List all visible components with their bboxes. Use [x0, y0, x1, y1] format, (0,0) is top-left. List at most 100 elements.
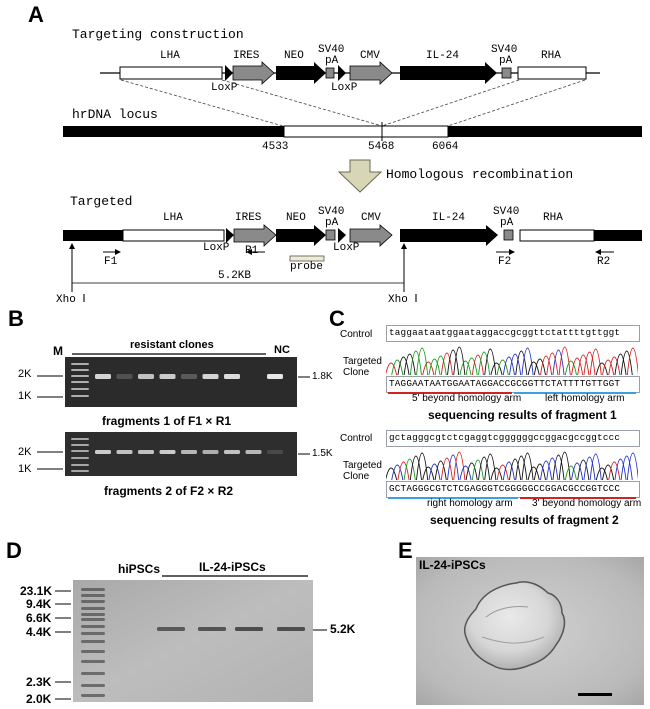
gel1-ladder-ticks — [37, 375, 63, 398]
ladder-label-23-1k: 23.1K — [20, 584, 53, 598]
gel1-ladder-1k: 1K — [18, 390, 32, 402]
blot-ladder-band — [81, 640, 105, 643]
dashed-line — [221, 79, 383, 127]
chromatogram-peak — [571, 357, 584, 376]
chromatogram-peak — [546, 457, 559, 481]
frag1-left-region: 5' beyond homology arm — [412, 393, 522, 404]
blot-ladder-band — [81, 632, 105, 635]
gel1-caption: fragments 1 of F1 × R1 — [102, 414, 232, 428]
targeted-label-r2: R2 — [597, 256, 611, 268]
construct-loxp-2 — [338, 65, 346, 81]
construct-ires — [232, 61, 275, 85]
chromatogram-peak — [502, 356, 515, 376]
dashed-line — [381, 79, 520, 127]
frag2-targeted-line2: Clone — [343, 471, 370, 482]
blot-ladder-band — [81, 694, 105, 697]
chromatogram-peak — [521, 452, 534, 481]
frag1-targeted-seqbox: TAGGAATAATGGAATAGGACCGCGGTTCTATTTTGTTGGT — [386, 376, 640, 393]
clones-bracket — [72, 353, 266, 355]
marker-lane-label: M — [53, 344, 63, 358]
frag1-control-seq: taggaataatggaataggaccgcggttctattttgttggt — [389, 327, 621, 338]
targeted-lha-box — [122, 229, 225, 242]
chromatogram-peak — [471, 459, 484, 481]
chromatogram-peak — [428, 358, 441, 376]
chromatogram-peak — [459, 360, 472, 376]
xho-right-label: Xho Ⅰ — [388, 294, 418, 306]
frag2-left-region: right homology arm — [427, 498, 513, 509]
construct-rha-box — [517, 66, 587, 80]
chromatogram-peak — [453, 346, 466, 376]
chromatogram-peak — [552, 349, 565, 376]
blot-ladder-band — [81, 607, 105, 610]
construct-sv40pa-2 — [501, 67, 512, 79]
construct-label-rha: RHA — [541, 50, 561, 62]
targeted-label-loxp-1: LoxP — [203, 242, 230, 254]
gel-sample-band — [245, 450, 262, 454]
ipsc-colony — [464, 581, 566, 671]
gel1-ladder-2k: 2K — [18, 368, 32, 380]
frag1-targeted-label: Targeted Clone — [343, 356, 382, 378]
nc-label: NC — [274, 344, 290, 356]
gel-2 — [65, 432, 297, 476]
chromatogram-peak — [471, 354, 484, 376]
blot-ladder-band — [81, 672, 105, 675]
chromatogram-peak — [515, 455, 528, 481]
panel-c-letter: C — [329, 306, 345, 331]
gel1-size-tick — [298, 376, 310, 378]
ladder-label-2-0k: 2.0K — [26, 692, 52, 706]
chromatogram-peak — [465, 357, 478, 376]
blot-ladder-band — [81, 684, 105, 687]
gel-ladder-band — [71, 369, 89, 371]
chromatogram-peak — [509, 353, 522, 376]
gel-sample-band — [202, 374, 219, 379]
gel-ladder-band — [71, 457, 89, 459]
gel-sample-band — [224, 450, 240, 454]
panel-b-letter: B — [8, 306, 24, 331]
chromatogram-peak — [440, 352, 453, 376]
gel-sample-band — [95, 450, 111, 454]
frag1-control-label: Control — [340, 329, 373, 340]
gel-ladder-band — [71, 375, 89, 377]
chromatogram-peak — [602, 464, 615, 481]
targeted-label-f1: F1 — [104, 256, 118, 268]
construct-label-il24: IL-24 — [426, 50, 460, 62]
recombination-arrow — [337, 159, 383, 193]
targeted-right-black — [594, 230, 642, 241]
southern-blot — [73, 580, 313, 702]
construct-title: Targeting construction — [72, 27, 244, 42]
chromatogram-peak — [434, 460, 447, 481]
gel-sample-band — [138, 374, 154, 379]
frag2-control-label: Control — [340, 433, 373, 444]
chromatogram-peak — [558, 346, 571, 376]
chromatogram-peak — [478, 456, 491, 481]
targeted-label-ires: IRES — [235, 212, 262, 224]
gel-sample-band — [116, 374, 133, 379]
blot-ladder-band — [81, 660, 105, 663]
construct-lha-box — [119, 66, 223, 80]
blot-sample-band — [198, 627, 226, 631]
chromatogram-peak — [552, 454, 565, 481]
locus-position-3: 6064 — [432, 141, 459, 153]
chromatogram-peak — [416, 452, 429, 481]
targeted-label-sv40-2: SV40 — [493, 206, 520, 218]
chromatogram-peak — [527, 361, 540, 376]
chromatogram-peak — [558, 451, 571, 481]
gel-1 — [65, 357, 297, 407]
chromatogram-peak — [521, 347, 534, 376]
probe-label: probe — [290, 261, 324, 273]
chromatogram-peak — [564, 465, 577, 481]
frag2-chromatogram — [386, 451, 638, 481]
blot-ladder-band — [81, 588, 105, 591]
chromatogram-peak — [490, 467, 503, 481]
chromatogram-peak — [447, 454, 460, 481]
targeted-loxp-2 — [338, 228, 346, 243]
blot-ladder-band — [81, 650, 105, 653]
construct-label-pa-2: pA — [499, 55, 513, 67]
gel-ladder-band — [71, 444, 89, 446]
probe-bar — [289, 255, 325, 262]
frag2-targeted-label: Targeted Clone — [343, 460, 382, 482]
frag1-targeted-seq: TAGGAATAATGGAATAGGACCGCGGTTCTATTTTGTTGGT — [389, 378, 621, 389]
targeted-sv40pa-2 — [503, 229, 514, 241]
chromatogram-peak — [386, 362, 398, 376]
locus-title: hrDNA locus — [72, 107, 158, 122]
